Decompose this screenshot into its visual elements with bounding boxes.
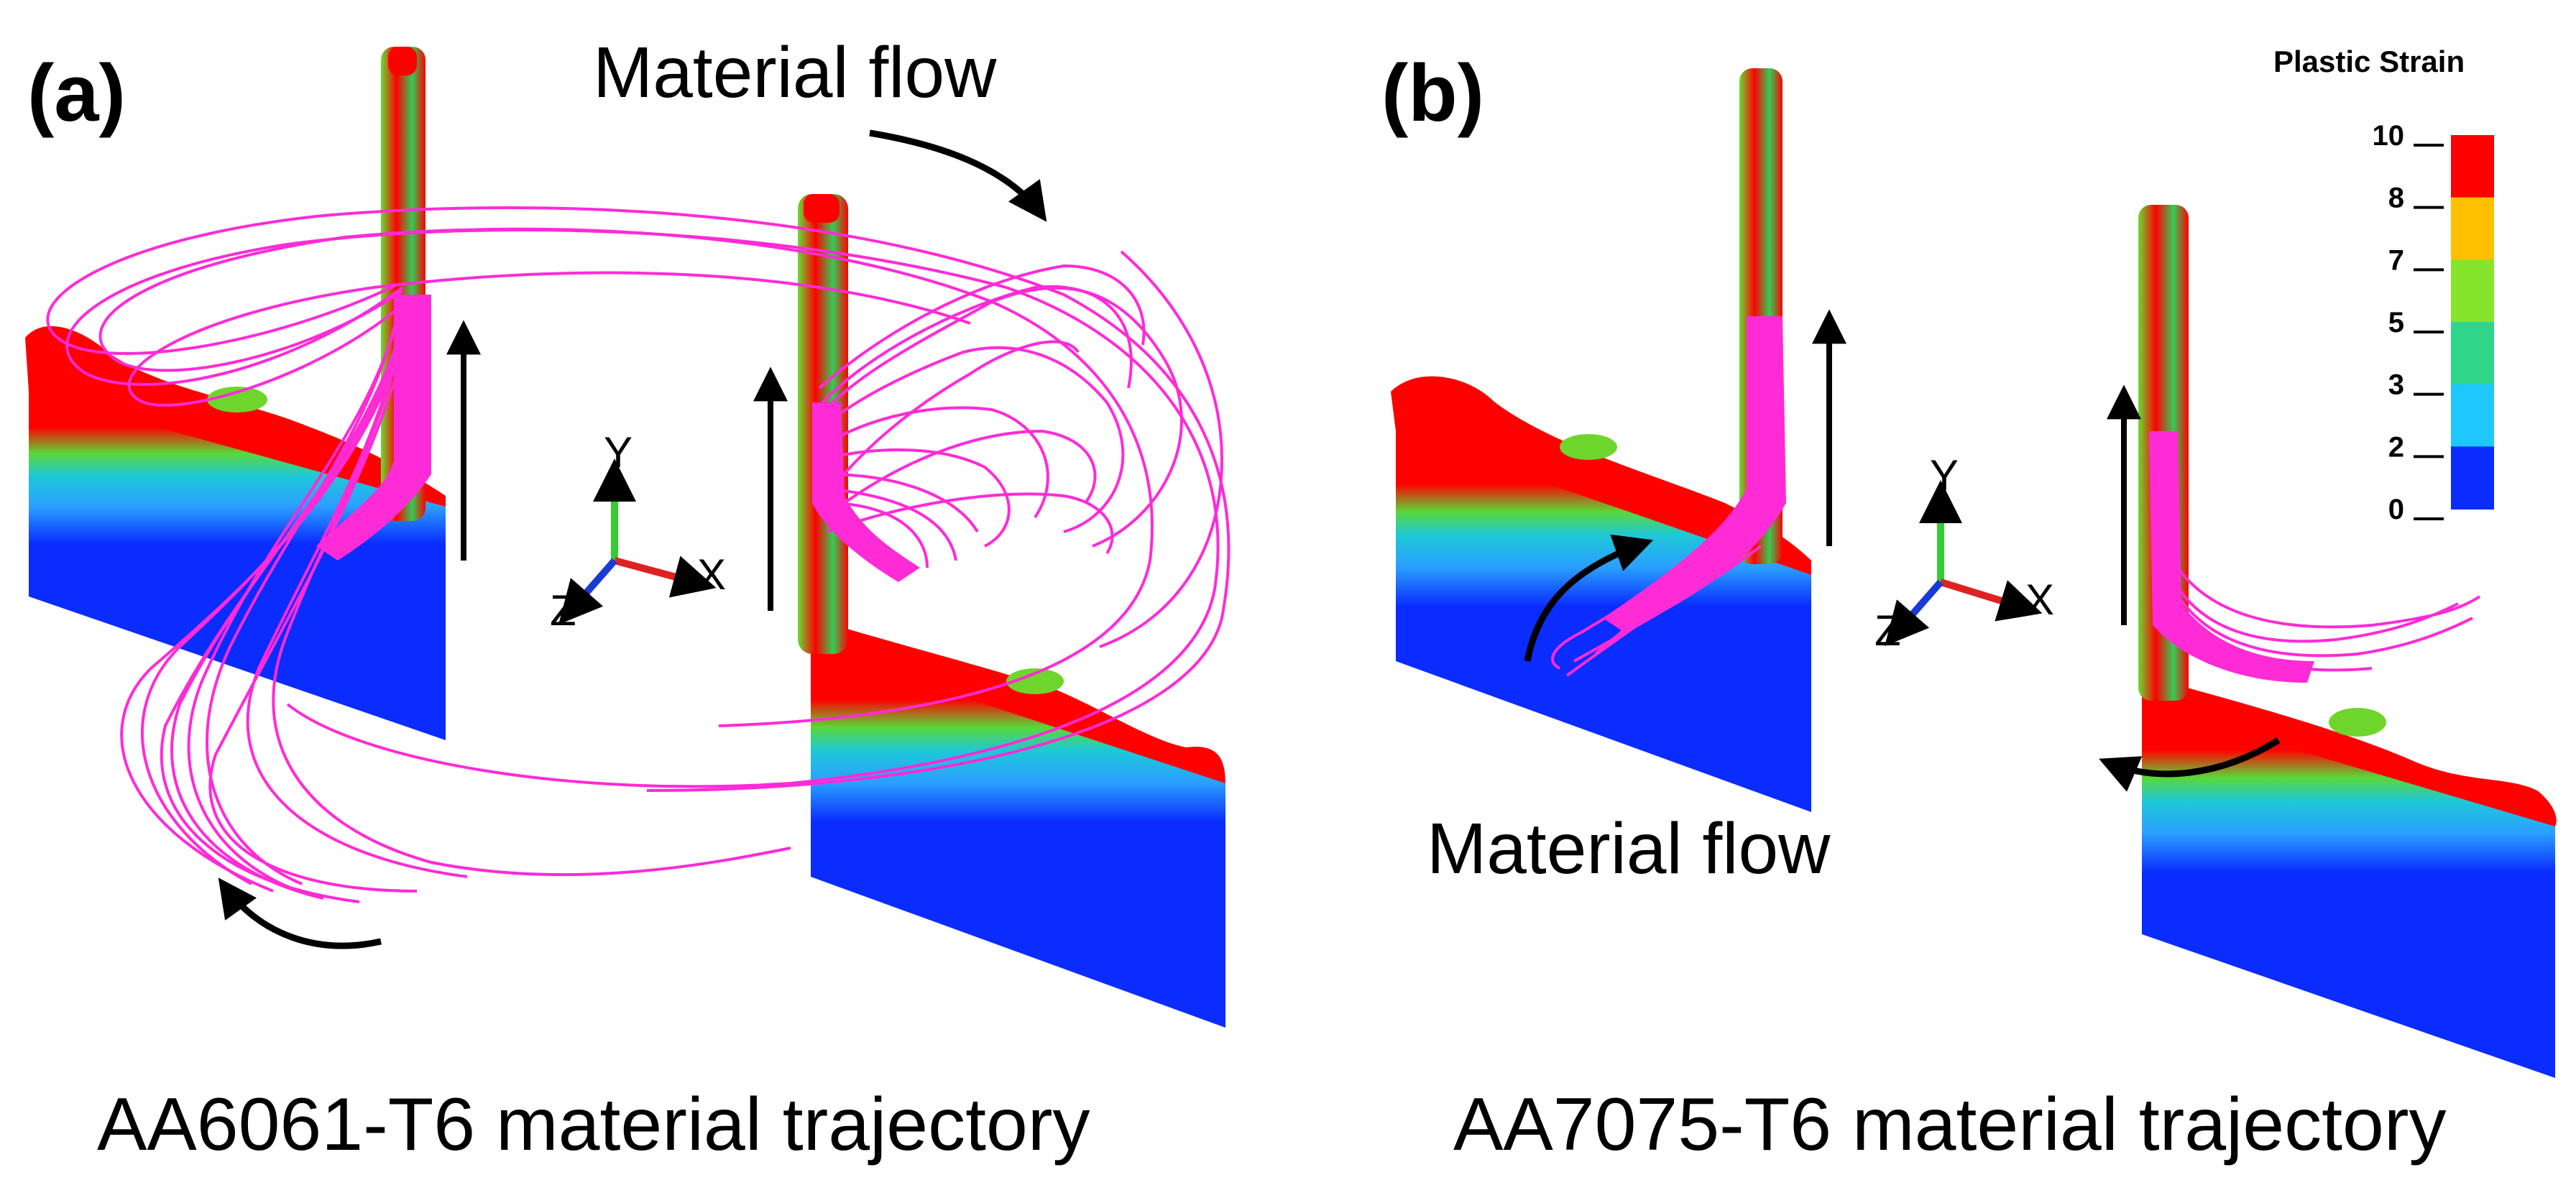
panel-b-flow-text: Material flow — [1427, 808, 1831, 889]
legend-tick-label: 10 — [2373, 120, 2405, 152]
panel-a: (a) — [25, 32, 1230, 1166]
strain-legend: Plastic Strain 10 8 7 5 3 2 0 — [2273, 45, 2494, 525]
panel-a-trajectories — [46, 206, 1230, 903]
legend-swatch — [2451, 322, 2494, 385]
panel-a-label: (a) — [27, 48, 126, 138]
legend-tick-label: 0 — [2388, 494, 2404, 525]
panel-a-flow-text: Material flow — [593, 32, 997, 113]
panel-b: (b) Material — [1381, 48, 2557, 1166]
panel-a-trajectory-core-right — [812, 402, 920, 582]
panel-b-label: (b) — [1381, 48, 1484, 138]
panel-a-axis-z: Z — [550, 586, 576, 635]
panel-b-trajectory-core-right — [2149, 431, 2314, 683]
legend-tick-label: 8 — [2388, 183, 2404, 214]
legend-tick-label: 7 — [2388, 244, 2404, 276]
panel-b-flow-arrow-left — [1524, 534, 1654, 662]
legend-tick-label: 5 — [2388, 307, 2404, 338]
panel-a-trajectory-core — [316, 295, 431, 561]
panel-a-flow-arrow-bottom — [218, 877, 382, 949]
panel-a-axis-x: X — [697, 550, 726, 599]
panel-b-axis-x: X — [2025, 576, 2054, 624]
panel-a-flow-arrow-top — [869, 129, 1047, 222]
panel-a-caption: AA6061-T6 material trajectory — [97, 1083, 1090, 1166]
legend-tick-label: 2 — [2388, 431, 2404, 463]
legend-swatch — [2451, 259, 2494, 323]
panel-b-axes: Y X Z — [1874, 451, 2054, 655]
panel-b-axis-z: Z — [1874, 607, 1901, 655]
legend-tick-label: 3 — [2388, 369, 2404, 401]
legend-swatch — [2451, 135, 2494, 198]
legend-title: Plastic Strain — [2273, 45, 2465, 78]
legend-swatch — [2451, 197, 2494, 261]
panel-b-trajectory-core — [1603, 316, 1786, 632]
legend-swatch — [2451, 384, 2494, 448]
legend-swatch — [2451, 446, 2494, 510]
panel-a-axes: Y X Z — [550, 428, 726, 635]
panel-b-caption: AA7075-T6 material trajectory — [1453, 1083, 2446, 1166]
legend-ticks: 10 8 7 5 3 2 0 — [2373, 120, 2444, 525]
panel-b-axis-y: Y — [1930, 451, 1959, 499]
panel-b-flow-arrow-right — [2099, 737, 2281, 792]
panel-a-axis-y: Y — [604, 428, 632, 476]
panel-a-right-block — [798, 194, 1225, 1028]
legend-swatches — [2451, 135, 2494, 510]
